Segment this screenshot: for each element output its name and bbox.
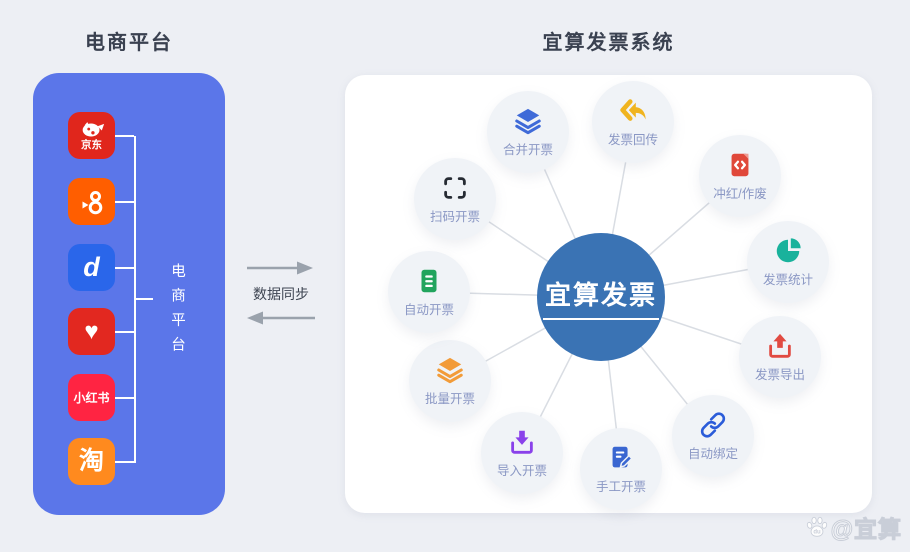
data-sync-group: 数据同步 [233,250,329,334]
doudian-app-icon: d [68,244,115,291]
node-label: 冲红/作废 [713,187,767,201]
jd-label: 京东 [81,138,102,151]
invoice-system-panel: 合并开票 发票回传 冲红/作废 发票统计 [345,75,872,513]
kuaishou-app-icon [68,178,115,225]
xiaohongshu-label: 小红书 [73,391,110,405]
node-invoice-statistics: 发票统计 [747,221,829,303]
xiaohongshu-app-icon: 小红书 [68,374,115,421]
pie-chart-icon [776,238,801,263]
watermark-text: @宜算 [830,516,902,543]
watermark: du @宜算 [805,510,902,544]
node-void-invoice: 冲红/作废 [699,135,781,217]
taobao-character: 淘 [78,447,104,475]
export-icon [769,333,791,358]
scan-frame-icon [444,177,466,199]
pinduoduo-app-icon: ♥ [68,308,115,355]
bracket-line [115,201,134,203]
node-label: 扫码开票 [429,210,480,224]
bracket-spine [134,136,136,463]
node-label: 发票统计 [762,273,813,287]
node-label: 发票回传 [607,133,658,147]
bracket-line [115,397,134,399]
auto-document-icon [421,269,437,293]
node-auto-binding: 自动绑定 [672,395,754,477]
node-invoice-return: 发票回传 [592,81,674,163]
bracket-line [115,267,134,269]
node-label: 自动开票 [403,303,454,317]
node-label: 手工开票 [595,480,646,494]
node-label: 导入开票 [496,464,547,478]
taobao-app-icon: 淘 [68,438,115,485]
ecommerce-platforms-panel: 京东 d ♥ 小红书 淘 电商平台 [33,73,225,515]
ecommerce-vertical-label: 电商平台 [169,263,185,361]
paw-du-text: du [813,530,821,536]
node-label: 发票导出 [754,368,805,382]
hub-label: 宜算发票 [542,275,659,320]
node-batch-invoicing: 批量开票 [409,340,491,422]
node-invoice-export: 发票导出 [739,316,821,398]
baidu-paw-icon: du [806,516,827,537]
batch-layers-icon [437,357,463,384]
data-sync-label: 数据同步 [253,286,309,302]
merge-layers-icon [515,108,541,135]
right-section-title: 宜算发票系统 [542,32,675,54]
manual-edit-icon [612,446,633,468]
import-icon [511,430,533,454]
bracket-line [115,461,134,463]
bracket-branch [134,298,153,300]
node-import-invoicing: 导入开票 [481,412,563,494]
void-document-icon [731,153,749,177]
node-label: 合并开票 [502,143,553,157]
node-label: 自动绑定 [687,447,738,461]
return-arrows-icon [620,99,646,121]
invoice-hub-circle: 宜算发票 [537,233,665,361]
heart-icon: ♥ [84,317,99,345]
video-camera-icon [82,191,103,215]
bracket-line [115,135,134,137]
node-label: 批量开票 [424,392,475,406]
link-icon [700,412,726,438]
node-scan-invoicing: 扫码开票 [414,158,496,240]
left-section-title: 电商平台 [85,32,173,54]
jd-mascot-icon [82,121,104,137]
sync-arrows-icon [247,261,315,325]
node-manual-invoicing: 手工开票 [580,428,662,510]
doudian-letter: d [83,252,100,282]
node-merge-invoicing: 合并开票 [487,91,569,173]
node-auto-invoicing: 自动开票 [388,251,470,333]
bracket-line [115,331,134,333]
jd-app-icon: 京东 [68,112,115,159]
